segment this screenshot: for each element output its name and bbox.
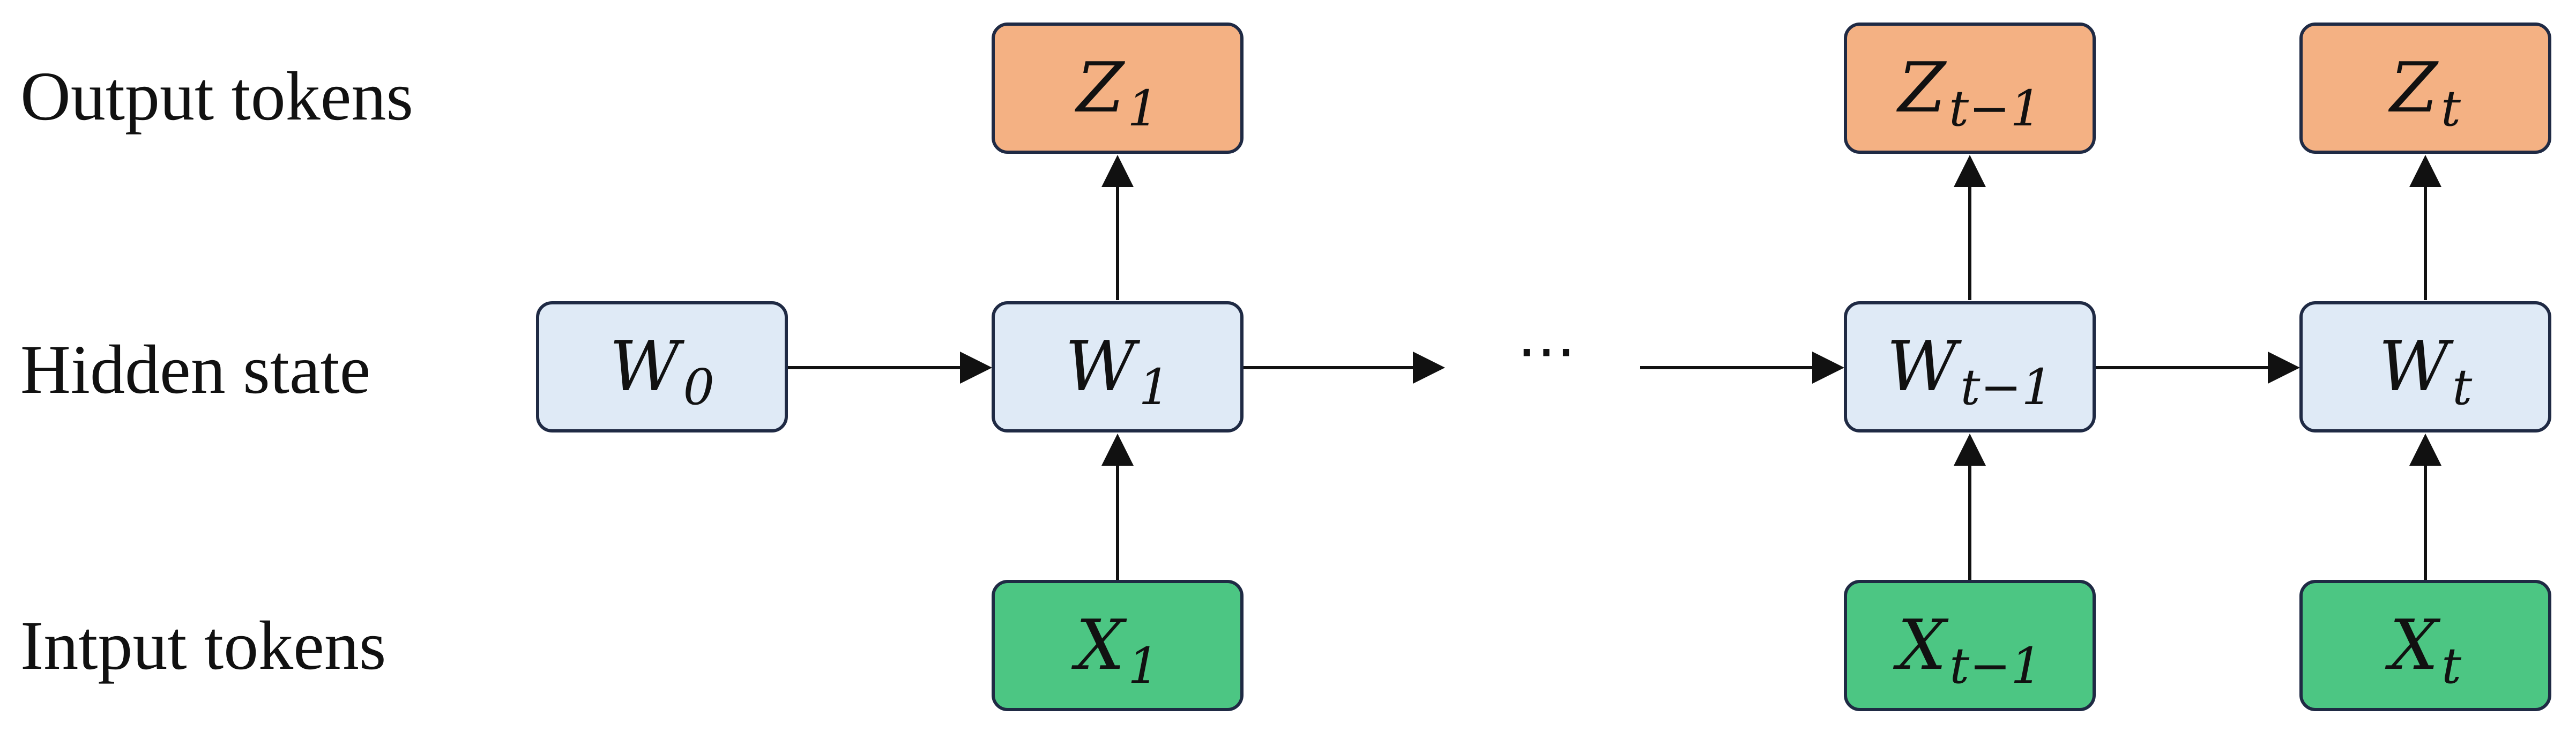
- node-zt1-sub: t−1: [1949, 79, 2042, 137]
- node-x1-sub: 1: [1128, 637, 1159, 695]
- node-w1-sub: 1: [1138, 358, 1171, 416]
- node-xt1-main: X: [1897, 605, 1947, 685]
- node-xt-main: X: [2389, 605, 2439, 685]
- node-wt1-main: W: [1886, 326, 1957, 407]
- node-wt-sub: t: [2452, 358, 2473, 416]
- node-w0-sub: 0: [683, 358, 715, 416]
- node-xt-sub: t: [2441, 637, 2462, 695]
- node-w1-main: W: [1064, 326, 1136, 407]
- ellipsis: ⋯: [1517, 318, 1576, 384]
- node-z1-sub: 1: [1127, 79, 1159, 137]
- node-zt1-main: Z: [1898, 48, 1946, 128]
- node-zt-main: Z: [2390, 48, 2438, 128]
- row-label-output: Output tokens: [20, 58, 414, 135]
- node-zt-sub: t: [2440, 79, 2461, 137]
- node-xt1-sub: t−1: [1949, 637, 2042, 695]
- row-label-input: Intput tokens: [20, 607, 386, 684]
- node-wt1-sub: t−1: [1960, 358, 2053, 416]
- node-z1-main: Z: [1076, 48, 1125, 128]
- node-wt-main: W: [2378, 326, 2450, 407]
- node-x1-main: X: [1076, 605, 1125, 685]
- row-label-hidden: Hidden state: [20, 331, 371, 408]
- node-w0-main: W: [609, 326, 680, 407]
